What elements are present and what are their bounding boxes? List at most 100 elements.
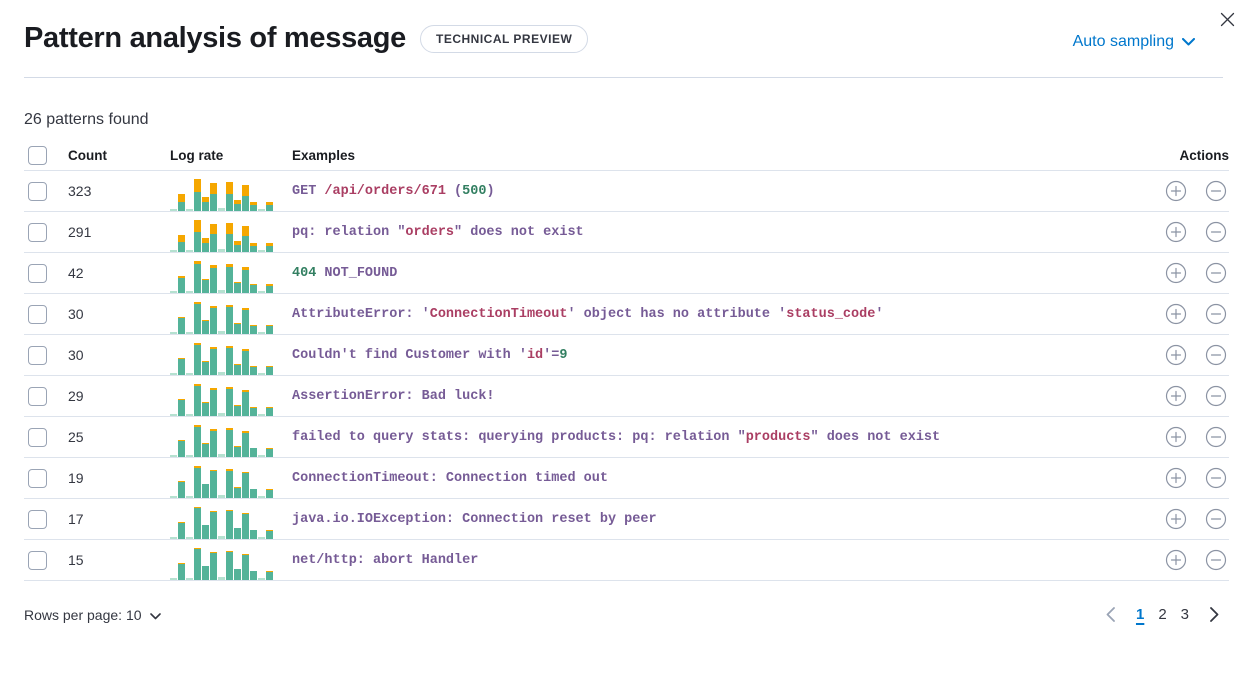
filter-in-pattern-button[interactable] [1165, 303, 1187, 325]
filter-in-pattern-button[interactable] [1165, 467, 1187, 489]
example-message: AttributeError: 'ConnectionTimeout' obje… [292, 307, 1139, 322]
next-page-button[interactable] [1206, 603, 1223, 626]
minus-in-circle-icon [1205, 262, 1227, 287]
filter-out-pattern-button[interactable] [1205, 221, 1227, 243]
example-token: ( [445, 183, 463, 199]
plus-in-circle-icon [1165, 262, 1187, 287]
filter-out-pattern-button[interactable] [1205, 426, 1227, 448]
filter-in-pattern-button[interactable] [1165, 180, 1187, 202]
row-checkbox[interactable] [28, 181, 47, 201]
filter-out-pattern-button[interactable] [1205, 549, 1227, 571]
sparkline-bar [202, 402, 209, 416]
chevron-down-icon [1182, 33, 1195, 51]
filter-in-pattern-button[interactable] [1165, 508, 1187, 530]
sparkline-bar [234, 364, 241, 375]
count-value: 42 [68, 265, 84, 281]
close-flyout-button[interactable] [1212, 4, 1243, 35]
row-checkbox[interactable] [28, 263, 47, 283]
select-all-checkbox[interactable] [28, 145, 47, 165]
filter-in-pattern-button[interactable] [1165, 549, 1187, 571]
row-checkbox[interactable] [28, 345, 47, 365]
sparkline-bar [226, 387, 233, 416]
page-number-button[interactable]: 2 [1151, 602, 1173, 627]
example-token: failed to query stats: querying products… [292, 429, 746, 445]
sparkline-bar [234, 282, 241, 293]
sparkline-bar [218, 454, 225, 457]
sparkline-bar [170, 332, 177, 334]
sparkline-bar [186, 291, 193, 293]
example-token: ) [486, 183, 495, 199]
page-number-button[interactable]: 3 [1174, 602, 1196, 627]
sparkline-bar [266, 243, 273, 252]
sparkline-bar [234, 528, 241, 539]
sparkline-bar [186, 496, 193, 498]
rows-per-page-button[interactable]: Rows per page: 10 [24, 607, 161, 623]
row-checkbox[interactable] [28, 468, 47, 488]
previous-page-button[interactable] [1102, 603, 1119, 626]
filter-in-pattern-button[interactable] [1165, 262, 1187, 284]
example-message: java.io.IOException: Connection reset by… [292, 512, 1139, 527]
sparkline-bar [194, 179, 201, 211]
sparkline-bar [202, 566, 209, 580]
minus-in-circle-icon [1205, 344, 1227, 369]
sparkline-bar [202, 525, 209, 539]
sparkline-bar [218, 249, 225, 252]
filter-out-pattern-button[interactable] [1205, 467, 1227, 489]
filter-out-pattern-button[interactable] [1205, 385, 1227, 407]
example-token: Couldn't find Customer with ' [292, 347, 527, 363]
sparkline-bar [234, 241, 241, 252]
example-message: AssertionError: Bad luck! [292, 389, 1139, 404]
filter-out-pattern-button[interactable] [1205, 344, 1227, 366]
row-checkbox[interactable] [28, 304, 47, 324]
filter-in-pattern-button[interactable] [1165, 385, 1187, 407]
sparkline-bar [242, 554, 249, 580]
sparkline-bar [178, 399, 185, 416]
example-token: ' [875, 306, 884, 322]
sparkline-bar [258, 496, 265, 498]
flyout-header: Pattern analysis of message TECHNICAL PR… [0, 0, 1247, 78]
sparkline-bar [194, 548, 201, 580]
filter-in-pattern-button[interactable] [1165, 221, 1187, 243]
sparkline-bar [266, 325, 273, 334]
example-token: status_code [786, 306, 876, 322]
sparkline-bar [170, 209, 177, 211]
example-token: orders [405, 224, 455, 240]
row-checkbox[interactable] [28, 222, 47, 242]
row-checkbox[interactable] [28, 509, 47, 529]
row-checkbox[interactable] [28, 427, 47, 447]
table-row: 323 GET /api/orders/671 (500) [24, 171, 1229, 212]
count-value: 30 [68, 347, 84, 363]
example-token: AssertionError: Bad luck! [292, 388, 495, 404]
sparkline-bar [226, 223, 233, 252]
sparkline-bar [242, 513, 249, 539]
sparkline-bar [186, 414, 193, 416]
patterns-found-summary: 26 patterns found [24, 111, 149, 128]
filter-out-pattern-button[interactable] [1205, 262, 1227, 284]
sparkline-bar [218, 208, 225, 211]
filter-in-pattern-button[interactable] [1165, 344, 1187, 366]
example-token: id [526, 347, 544, 363]
sparkline-bar [258, 291, 265, 293]
page-number-button[interactable]: 1 [1129, 602, 1151, 627]
row-checkbox[interactable] [28, 386, 47, 406]
count-value: 17 [68, 511, 84, 527]
column-header-actions: Actions [1179, 147, 1229, 163]
filter-out-pattern-button[interactable] [1205, 180, 1227, 202]
filter-out-pattern-button[interactable] [1205, 303, 1227, 325]
row-checkbox[interactable] [28, 550, 47, 570]
minus-in-circle-icon [1205, 467, 1227, 492]
sparkline-bar [266, 366, 273, 375]
table-row: 42 404 NOT_FOUND [24, 253, 1229, 294]
filter-out-pattern-button[interactable] [1205, 508, 1227, 530]
sparkline-bar [202, 484, 209, 498]
sparkline-bar [210, 306, 217, 334]
sparkline-bar [210, 511, 217, 539]
log-rate-sparkline-chart [170, 503, 292, 539]
sampling-menu-button[interactable]: Auto sampling [1073, 33, 1195, 51]
filter-in-pattern-button[interactable] [1165, 426, 1187, 448]
chevron-right-icon [1210, 607, 1219, 625]
rows-per-page-label: Rows per page: 10 [24, 606, 142, 623]
sparkline-bar [234, 323, 241, 334]
example-token: ConnectionTimeout [429, 306, 568, 322]
